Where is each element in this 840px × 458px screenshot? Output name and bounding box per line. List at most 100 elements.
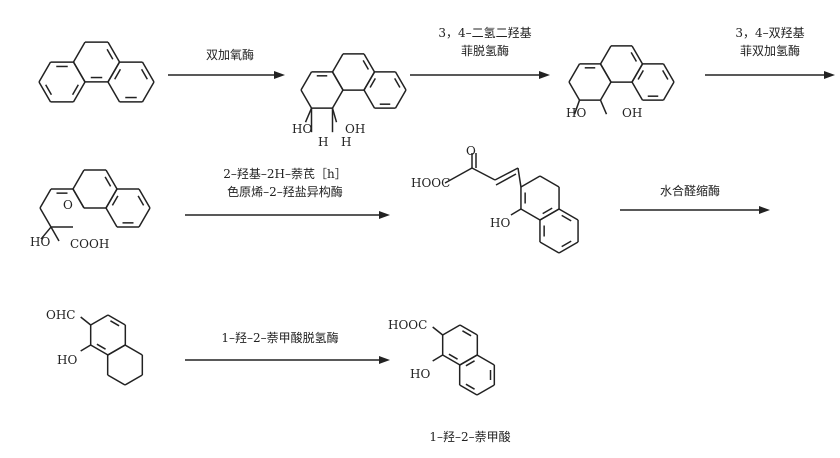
double-bond [465, 383, 475, 390]
ring-bond [90, 314, 109, 326]
ring-bond [107, 81, 121, 103]
arrowhead-icon [379, 356, 390, 364]
ring-bond [662, 81, 675, 101]
ring-bond [631, 45, 644, 65]
atom-label: OH [345, 122, 366, 136]
ring-bond [105, 207, 118, 228]
ring-bond [363, 89, 376, 109]
atom-label: COOH [70, 237, 110, 251]
ring-bond [105, 169, 118, 190]
enzyme-label-1: 双加氧酶 [205, 48, 254, 62]
oh-bond [432, 354, 444, 362]
ring-bond [631, 81, 644, 101]
atom-label: OHC [46, 308, 76, 322]
atom-label: HOOC [388, 318, 428, 332]
ring-bond [599, 45, 612, 65]
atom-label: H [318, 135, 329, 149]
ring-bond [394, 71, 407, 91]
ring-bond [39, 207, 52, 228]
double-bond [45, 84, 53, 96]
ring-bond [520, 175, 541, 188]
ring-bond [141, 81, 155, 103]
ring-bond [568, 63, 581, 83]
ring-bond [138, 207, 151, 228]
ring-bond [662, 63, 675, 83]
double-bond [140, 68, 148, 80]
oh-bond [599, 99, 608, 115]
enzyme-label-5: 水合醛缩酶 [659, 184, 720, 198]
ring-bond [599, 81, 612, 101]
ring-bond [459, 354, 478, 366]
ring-bond [558, 241, 579, 254]
double-bond [394, 77, 401, 88]
oh-bond [510, 208, 522, 216]
double-bond [630, 51, 638, 62]
double-bond [561, 214, 572, 222]
ring-bond [72, 81, 86, 103]
ring-bond [38, 81, 52, 103]
enzyme-label-3a: 3，4–双羟基 [735, 26, 805, 40]
double-bond [110, 320, 120, 327]
ring-bond [476, 354, 495, 366]
double-bond [448, 353, 458, 360]
enzyme-label-4b: 色原烯–2–羟盐异构酶 [227, 185, 343, 199]
double-bond [465, 360, 475, 367]
atom-label: O [466, 144, 476, 158]
product-name: 1–羟–2–萘甲酸 [429, 430, 511, 444]
cooh-bond [432, 326, 444, 336]
atom-label: H [341, 135, 352, 149]
double-bond [104, 176, 112, 187]
ring-bond [105, 188, 118, 209]
oh-bond [40, 226, 52, 240]
chain-bond [471, 167, 496, 181]
double-bond [362, 59, 370, 70]
arrowhead-icon [824, 71, 835, 79]
ring-bond [476, 384, 495, 396]
ring-bond [442, 324, 461, 336]
ring-bond [72, 188, 85, 209]
ring-bond [72, 169, 85, 190]
atom-label: HO [30, 235, 51, 249]
ring-bond [539, 208, 560, 221]
chain-bond [444, 167, 473, 184]
double-bond [114, 68, 122, 80]
double-bond [561, 240, 572, 248]
ring-bond [90, 344, 109, 356]
ring-bond [124, 374, 143, 386]
ring-bond [331, 89, 344, 109]
double-bond [71, 84, 79, 96]
ring-bond [300, 71, 313, 91]
ring-bond [107, 344, 126, 356]
enzyme-label-2a: 3，4–二氢二羟基 [438, 26, 532, 40]
ring-bond [39, 188, 52, 209]
enzyme-label-3b: 菲双加氢酶 [739, 44, 800, 58]
enzyme-label-4a: 2–羟基–2H–萘芪［h］ [223, 167, 347, 181]
ring-bond [459, 384, 478, 396]
ring-bond [107, 61, 121, 83]
double-bond [96, 343, 106, 350]
arrowhead-icon [379, 211, 390, 219]
ring-bond [442, 354, 461, 366]
ring-bond [124, 344, 143, 356]
ring-bond [631, 63, 644, 83]
double-bond [111, 195, 119, 206]
atom-label: HO [490, 216, 511, 230]
ring-bond [72, 61, 86, 83]
double-bond [369, 77, 376, 88]
oh-bond [80, 344, 92, 352]
atom-label: O [63, 198, 73, 212]
atom-label: OH [622, 106, 643, 120]
enzyme-label-6: 1–羟–2–萘甲酸脱氢酶 [221, 331, 339, 345]
ring-bond [138, 188, 151, 209]
chain-bond [494, 167, 519, 181]
ring-bond [363, 53, 376, 73]
arrowhead-icon [539, 71, 550, 79]
ring-bond [300, 89, 313, 109]
double-bond [662, 69, 669, 80]
ring-bond [568, 81, 581, 101]
atom-label: HOOC [411, 176, 451, 190]
ring-bond [107, 41, 121, 63]
atom-label: HO [57, 353, 78, 367]
